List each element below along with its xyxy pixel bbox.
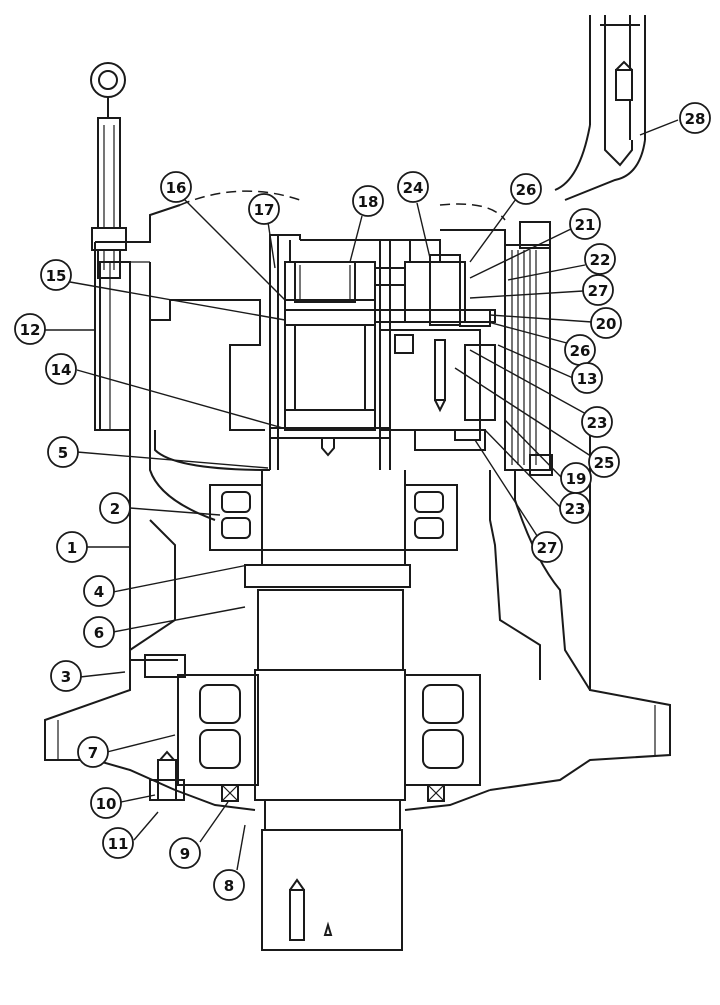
callout-12: 12 [14,313,46,345]
callout-label: 11 [108,835,129,853]
callout-13: 13 [571,362,603,394]
callout-label: 23 [587,414,608,432]
callout-label: 22 [590,251,611,269]
callout-label: 25 [594,454,615,472]
top-cover [269,234,441,262]
callout-label: 12 [20,321,41,339]
callout-2: 2 [99,492,131,524]
callout-label: 3 [61,668,71,686]
callout-28: 28 [679,102,711,134]
callout-23: 23 [581,406,613,438]
callout-17: 17 [248,193,280,225]
callout-label: 26 [570,342,591,360]
callout-label: 5 [58,444,68,462]
callout-27b: 27 [531,531,563,563]
callout-27: 27 [582,274,614,306]
callout-5: 5 [47,436,79,468]
motor-flange-housing [94,190,506,521]
callout-label: 21 [575,216,596,234]
callout-label: 2 [110,500,120,518]
callout-15: 15 [40,259,72,291]
upper-bearing [209,484,458,551]
callout-14: 14 [45,353,77,385]
lower-bearing [130,654,481,786]
callout-8: 8 [213,869,245,901]
callout-label: 16 [166,179,187,197]
callout-23b: 23 [559,492,591,524]
oil-seal [174,784,491,811]
callout-3: 3 [50,660,82,692]
callout-label: 6 [94,624,104,642]
callout-label: 15 [46,267,67,285]
callout-label: 27 [537,539,558,557]
callout-label: 19 [566,470,587,488]
callout-18: 18 [352,185,384,217]
callout-label: 28 [685,110,706,128]
callout-label: 13 [577,370,598,388]
drain-plug [149,750,185,801]
reduction-gear-assembly [374,240,496,470]
main-housing [44,430,671,791]
cylinder-block [269,235,391,470]
callout-11: 11 [102,827,134,859]
callout-label: 9 [180,845,190,863]
oil-level-tube [554,15,646,201]
callout-label: 26 [516,181,537,199]
callout-label: 10 [96,795,117,813]
callout-22: 22 [584,243,616,275]
callout-label: 24 [403,179,424,197]
callout-10: 10 [90,787,122,819]
callout-1: 1 [56,531,88,563]
callout-label: 23 [565,500,586,518]
callout-label: 7 [88,744,98,762]
output-shaft [244,470,411,951]
callout-label: 27 [588,282,609,300]
brake-plate-stack [440,221,553,476]
callout-20: 20 [590,307,622,339]
callout-16: 16 [160,171,192,203]
callout-19: 19 [560,462,592,494]
callout-label: 14 [51,361,72,379]
callout-24: 24 [397,171,429,203]
lifting-eye-bolt [90,62,127,279]
callout-6: 6 [83,616,115,648]
callout-26b: 26 [564,334,596,366]
callout-26: 26 [510,173,542,205]
callout-7: 7 [77,736,109,768]
callout-21: 21 [569,208,601,240]
callout-4: 4 [83,575,115,607]
callout-label: 20 [596,315,617,333]
callout-25: 25 [588,446,620,478]
callout-9: 9 [169,837,201,869]
leader-lines [43,119,679,871]
callout-label: 8 [224,877,234,895]
callout-label: 18 [358,193,379,211]
callout-label: 1 [67,539,77,557]
callout-label: 17 [254,201,275,219]
callout-label: 4 [94,583,104,601]
